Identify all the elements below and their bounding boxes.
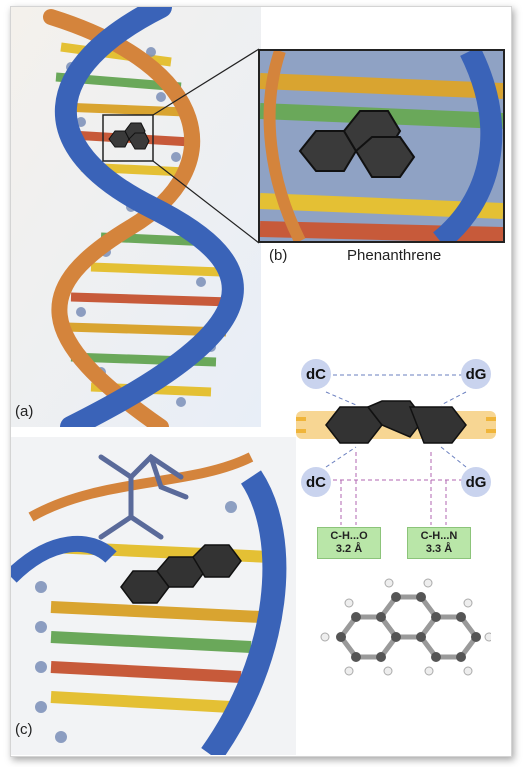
phenanthrene-caption: Phenanthrene: [347, 247, 442, 264]
hbond-box-ch-o: C-H...O 3.2 Å: [317, 527, 381, 559]
panel-c-label: (c): [15, 721, 33, 738]
hbond-distance: 3.3 Å: [425, 543, 453, 555]
zoom-connector-lines: [152, 48, 260, 244]
node-dg-bottom: dG: [461, 467, 491, 497]
node-dc-bottom: dC: [301, 467, 331, 497]
hbond-type: C-H...N: [420, 530, 458, 542]
dna-helix-illustration: [11, 7, 261, 427]
panel-b-zoom-inset: [258, 49, 505, 243]
phenanthrene-ball-and-stick: [311, 577, 491, 697]
phenanthrene-intercalation-closeup: [260, 51, 503, 241]
hbond-type: C-H...O: [330, 530, 368, 542]
figure-card: (a) (b) Phenanthrene: [10, 6, 512, 757]
interaction-diagram: dC dG dC dG C-H...O 3.2 Å C-H...N 3.3 Å: [281, 347, 511, 567]
phenanthrene-structure: [320, 578, 491, 676]
node-dg-top: dG: [461, 359, 491, 389]
node-dc-top: dC: [301, 359, 331, 389]
interaction-lines: [325, 374, 467, 525]
hbond-distance: 3.2 Å: [335, 543, 363, 555]
panel-c-intercalation: (c): [11, 437, 296, 755]
hbond-box-ch-n: C-H...N 3.3 Å: [407, 527, 471, 559]
dna-intercalation-illustration: [11, 437, 296, 755]
panel-a-dna-helix: (a): [11, 7, 261, 427]
panel-b-label: (b): [269, 247, 288, 264]
phenanthrene-stacked-molecule: [296, 400, 496, 444]
panel-a-label: (a): [15, 403, 34, 420]
